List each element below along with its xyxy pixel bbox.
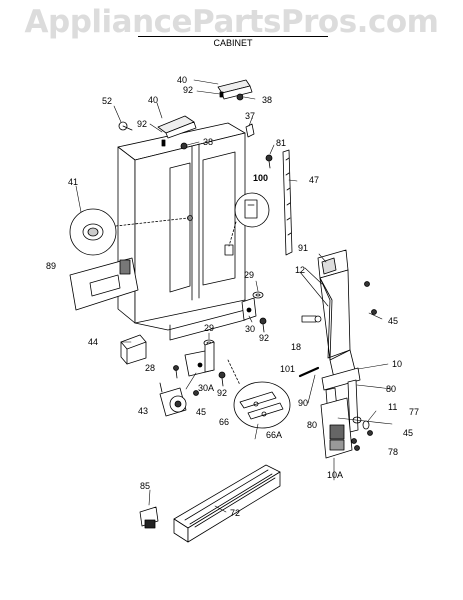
callout-30: 30 bbox=[245, 324, 256, 334]
panel-part-89 bbox=[69, 257, 139, 311]
callout-66A: 66A bbox=[266, 430, 283, 440]
screw-part-45-a bbox=[364, 281, 377, 315]
bracket-part-37 bbox=[245, 123, 255, 138]
callout-44: 44 bbox=[88, 337, 99, 347]
washer-part-77 bbox=[362, 420, 370, 430]
callout-40-top: 40 bbox=[177, 75, 188, 85]
plate-part-10A bbox=[320, 397, 353, 459]
hinge-pin-part bbox=[118, 121, 133, 131]
roller-assembly-part-43 bbox=[159, 382, 187, 417]
detail-magnifier-66 bbox=[227, 359, 291, 429]
grille-part-72 bbox=[173, 464, 281, 543]
callout-29-upper: 29 bbox=[244, 270, 255, 280]
callout-12: 12 bbox=[295, 265, 306, 275]
callout-81: 81 bbox=[276, 138, 287, 148]
callout-37: 37 bbox=[245, 111, 256, 121]
diagram-title: CABINET bbox=[138, 36, 328, 48]
callout-10: 10 bbox=[392, 359, 403, 369]
callout-92-top: 92 bbox=[183, 85, 194, 95]
top-hinge-lower bbox=[157, 115, 197, 150]
watermark-text: AppliancePartsPros.com bbox=[24, 4, 439, 40]
rod-part-101 bbox=[298, 366, 320, 378]
detail-magnifier-41 bbox=[69, 208, 189, 256]
callout-85: 85 bbox=[140, 481, 151, 491]
callout-18: 18 bbox=[291, 342, 302, 352]
callout-28: 28 bbox=[145, 363, 156, 373]
callout-92-lower: 92 bbox=[137, 119, 148, 129]
callout-10A: 10A bbox=[327, 470, 344, 480]
pin-part-18 bbox=[301, 315, 322, 323]
callout-92-bottom: 92 bbox=[217, 388, 228, 398]
callout-101: 101 bbox=[280, 364, 296, 374]
detail-magnifier-100 bbox=[228, 192, 270, 247]
callout-77: 77 bbox=[409, 407, 420, 417]
callout-38-top: 38 bbox=[262, 95, 273, 105]
callout-89: 89 bbox=[46, 261, 57, 271]
callout-40-lower: 40 bbox=[148, 95, 159, 105]
screws-part-45-c bbox=[367, 430, 373, 436]
callout-91: 91 bbox=[298, 243, 309, 253]
callout-66: 66 bbox=[219, 417, 230, 427]
screw-part-92-c bbox=[259, 317, 267, 333]
top-hinge-upper bbox=[217, 79, 253, 101]
callout-45-left: 45 bbox=[196, 407, 207, 417]
leader-lines bbox=[75, 79, 393, 513]
screw-part-45-b bbox=[193, 390, 199, 396]
callout-78: 78 bbox=[388, 447, 399, 457]
cabinet-body bbox=[117, 122, 246, 341]
bracket-part-30 bbox=[241, 297, 257, 321]
callout-45-right: 45 bbox=[388, 316, 399, 326]
callout-72: 72 bbox=[230, 508, 241, 518]
bracket-assembly-part-12 bbox=[317, 249, 356, 379]
callout-38-lower: 38 bbox=[203, 137, 214, 147]
callout-30A: 30A bbox=[198, 383, 215, 393]
callout-45-lower-right: 45 bbox=[403, 428, 414, 438]
callout-80-upper: 80 bbox=[386, 384, 397, 394]
screws-part-78 bbox=[351, 438, 360, 451]
bracket-part-29-upper bbox=[252, 291, 264, 299]
callout-92-right: 92 bbox=[259, 333, 270, 343]
callout-80-lower: 80 bbox=[307, 420, 318, 430]
cap-part-85 bbox=[139, 506, 159, 529]
callout-41: 41 bbox=[68, 177, 79, 187]
block-part-44 bbox=[120, 334, 147, 365]
callout-11: 11 bbox=[388, 402, 398, 412]
bracket-part-30A bbox=[184, 341, 215, 377]
washer-part-11 bbox=[352, 416, 362, 424]
callout-52: 52 bbox=[102, 96, 113, 106]
callout-47: 47 bbox=[309, 175, 320, 185]
rail-strip-part-47 bbox=[282, 149, 293, 256]
callout-100: 100 bbox=[253, 173, 269, 183]
screw-part-92-d bbox=[218, 371, 226, 387]
screw-part-81 bbox=[265, 154, 273, 169]
callout-29-lower: 29 bbox=[204, 323, 215, 333]
callout-90: 90 bbox=[298, 398, 309, 408]
screw-part-28 bbox=[173, 365, 179, 379]
callout-43: 43 bbox=[138, 406, 149, 416]
